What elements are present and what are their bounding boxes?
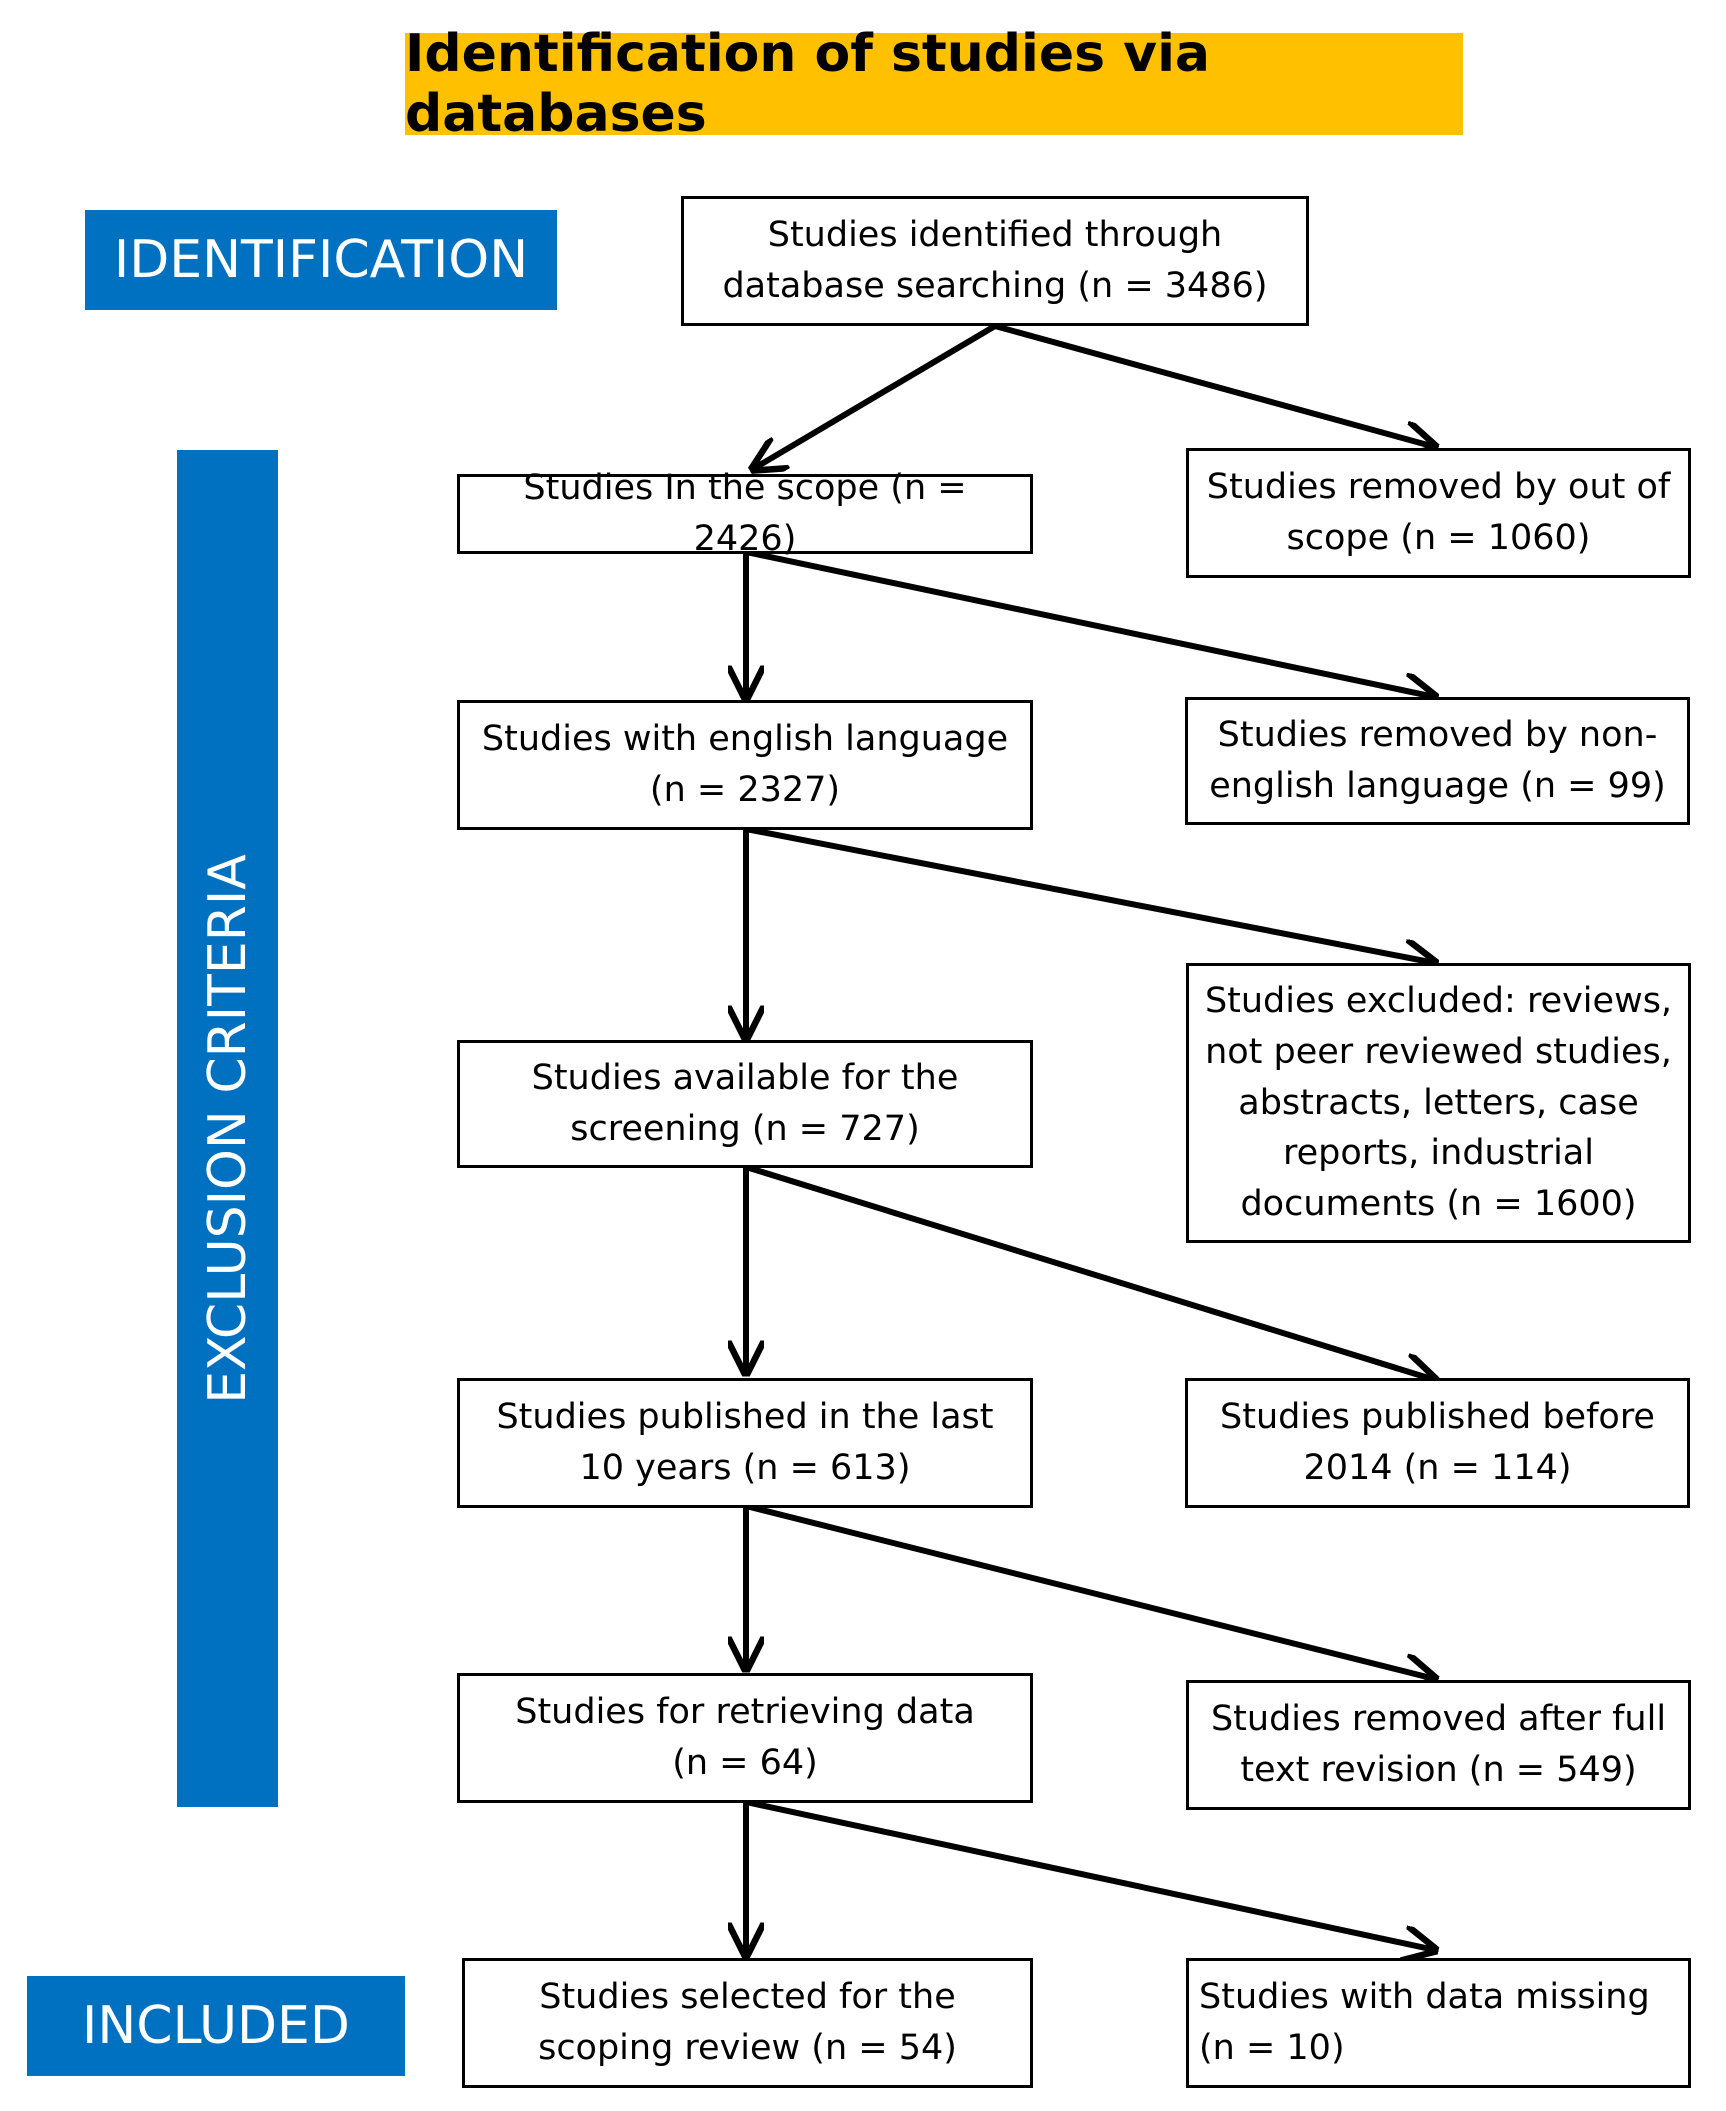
arrow-in-scope-to-non-english	[745, 549, 1435, 697]
arrow-retrieving-to-missing	[745, 1799, 1435, 1950]
box-english-text: Studies with english language (n = 2327)	[481, 719, 1009, 810]
box-missing: Studies with data missing (n = 10)	[1186, 1958, 1691, 2088]
box-before2014: Studies published before 2014 (n = 114)	[1185, 1378, 1690, 1508]
arrow-identified-to-in-scope	[753, 323, 997, 469]
box-fulltext: Studies removed after full text revision…	[1186, 1680, 1691, 1810]
box-english: Studies with english language (n = 2327)	[457, 700, 1033, 830]
stage-identification-label: IDENTIFICATION	[113, 230, 529, 290]
box-excluded-text: Studies excluded: reviews, not peer revi…	[1204, 981, 1673, 1225]
arrow-available-to-before2014	[745, 1164, 1435, 1380]
stage-identification: IDENTIFICATION	[85, 210, 557, 310]
box-retrieving: Studies for retrieving data (n = 64)	[457, 1673, 1033, 1803]
box-selected: Studies selected for the scoping review …	[462, 1958, 1033, 2088]
stage-included-label: INCLUDED	[82, 1996, 350, 2056]
title-banner: Identification of studies via databases	[405, 24, 1463, 144]
box-before2014-text: Studies published before 2014 (n = 114)	[1220, 1397, 1655, 1488]
box-retrieving-text: Studies for retrieving data (n = 64)	[515, 1692, 975, 1783]
stage-included: INCLUDED	[27, 1976, 405, 2076]
box-excluded: Studies excluded: reviews, not peer revi…	[1186, 963, 1691, 1243]
box-identified: Studies identified through database sear…	[681, 196, 1309, 326]
box-out-scope: Studies removed by out of scope (n = 106…	[1186, 448, 1691, 578]
stage-exclusion: EXCLUSION CRITERIA	[177, 450, 278, 1807]
box-selected-text: Studies selected for the scoping review …	[538, 1977, 957, 2068]
box-identified-text: Studies identified through database sear…	[722, 215, 1268, 306]
box-in-scope-text: Studies In the scope (n = 2426)	[523, 468, 967, 559]
box-available: Studies available for the screening (n =…	[457, 1040, 1033, 1168]
box-last10: Studies published in the last 10 years (…	[457, 1378, 1033, 1508]
box-missing-text: Studies with data missing (n = 10)	[1199, 1977, 1650, 2068]
box-last10-text: Studies published in the last 10 years (…	[496, 1397, 994, 1488]
box-fulltext-text: Studies removed after full text revision…	[1210, 1699, 1667, 1790]
box-in-scope: Studies In the scope (n = 2426)	[457, 468, 1033, 559]
arrow-english-to-excluded	[745, 826, 1435, 963]
arrow-last10-to-fulltext	[745, 1503, 1435, 1679]
box-non-english-text: Studies removed by non- english language…	[1209, 715, 1666, 806]
box-non-english: Studies removed by non- english language…	[1185, 697, 1690, 825]
arrow-identified-to-out-scope	[994, 323, 1435, 447]
box-available-text: Studies available for the screening (n =…	[531, 1058, 959, 1149]
box-out-scope-text: Studies removed by out of scope (n = 106…	[1206, 467, 1671, 558]
page-title: Identification of studies via databases	[405, 24, 1210, 144]
